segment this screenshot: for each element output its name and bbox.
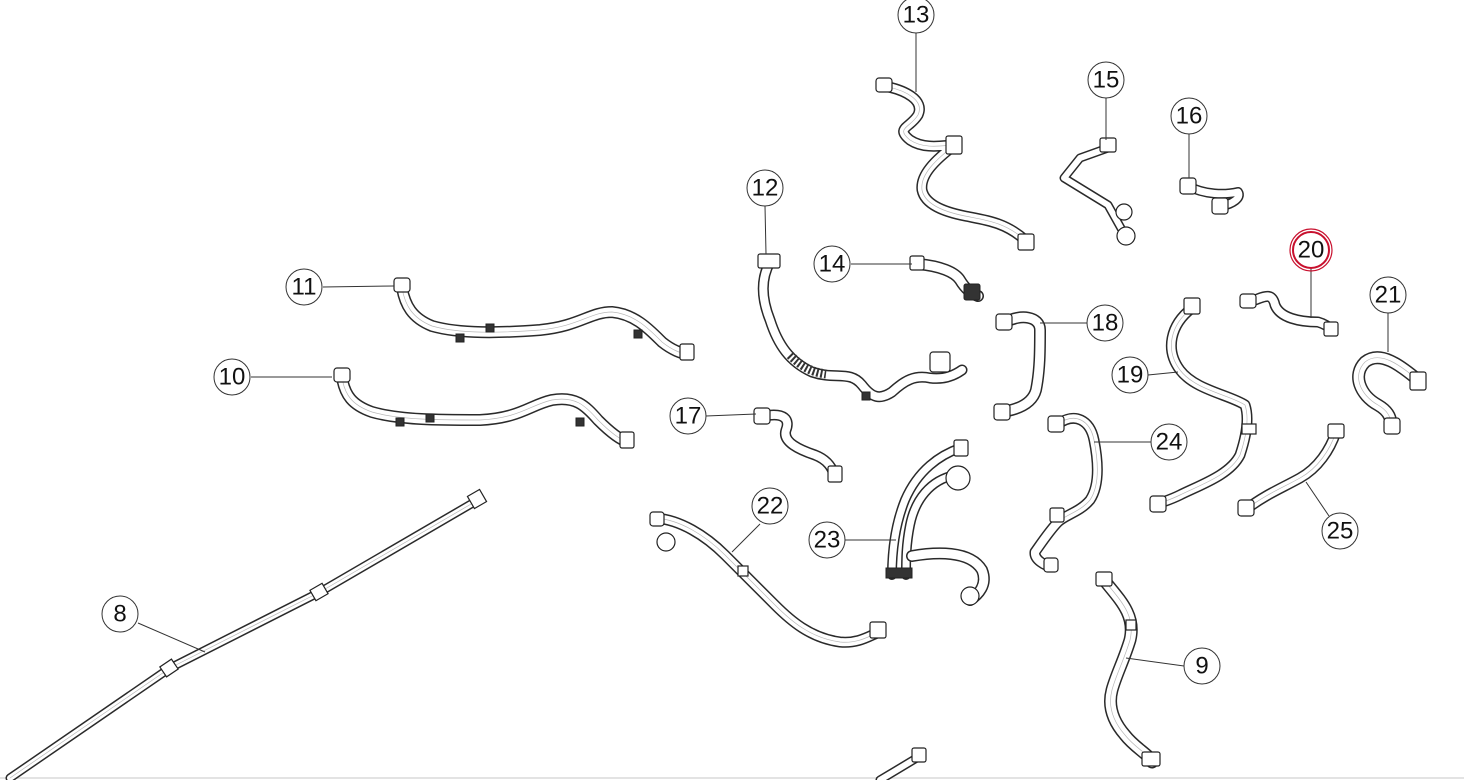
part-21-hose[interactable] xyxy=(1352,351,1427,435)
part-11-hose[interactable] xyxy=(393,277,695,361)
callout-8[interactable]: 8 xyxy=(101,595,139,633)
callout-16[interactable]: 16 xyxy=(1170,97,1208,135)
part-24-hose[interactable] xyxy=(1029,413,1103,573)
leader-8 xyxy=(137,622,206,653)
callout-23[interactable]: 23 xyxy=(808,521,846,559)
callout-17[interactable]: 17 xyxy=(669,397,707,435)
callout-label-13: 13 xyxy=(903,2,930,29)
callout-12[interactable]: 12 xyxy=(746,169,784,207)
callout-label-16: 16 xyxy=(1176,103,1203,130)
callout-11[interactable]: 11 xyxy=(285,268,323,306)
part-10-hose[interactable] xyxy=(333,367,635,449)
leader-lines xyxy=(137,33,1389,667)
leader-11 xyxy=(322,285,395,288)
part-16-hose[interactable] xyxy=(1179,177,1244,215)
callout-label-22: 22 xyxy=(757,493,784,520)
callout-label-11: 11 xyxy=(292,274,317,301)
callout-18[interactable]: 18 xyxy=(1086,304,1124,342)
callout-22[interactable]: 22 xyxy=(751,487,789,525)
partial-part-bottom[interactable] xyxy=(875,747,927,780)
leader-12 xyxy=(764,205,767,255)
callout-label-8: 8 xyxy=(113,601,126,628)
part-9-hose[interactable] xyxy=(1095,571,1161,769)
callout-label-21: 21 xyxy=(1375,282,1402,309)
part-20-hose[interactable] xyxy=(1239,290,1339,337)
part-17-hose[interactable] xyxy=(753,407,843,483)
leader-25 xyxy=(1305,481,1330,517)
part-13-hose[interactable] xyxy=(875,77,1035,251)
leader-17 xyxy=(705,413,757,417)
callout-label-10: 10 xyxy=(219,364,246,391)
callout-label-23: 23 xyxy=(814,527,841,554)
part-19-hose[interactable] xyxy=(1149,297,1257,513)
callout-label-9: 9 xyxy=(1195,653,1208,680)
part-14-hose[interactable] xyxy=(909,255,984,302)
callout-25[interactable]: 25 xyxy=(1321,512,1359,550)
part-22-hose[interactable] xyxy=(649,511,887,648)
callout-20[interactable]: 20 xyxy=(1289,228,1333,272)
leader-9 xyxy=(1125,657,1185,667)
part-25-hose[interactable] xyxy=(1237,423,1345,517)
callout-label-15: 15 xyxy=(1093,67,1120,94)
part-23-assembly[interactable] xyxy=(885,439,990,606)
callout-10[interactable]: 10 xyxy=(213,358,251,396)
part-12-hose[interactable] xyxy=(757,253,968,403)
leader-19 xyxy=(1147,371,1179,376)
callout-label-25: 25 xyxy=(1327,518,1354,545)
callout-13[interactable]: 13 xyxy=(897,0,935,34)
part-8-tube[interactable] xyxy=(5,488,488,780)
callout-label-17: 17 xyxy=(675,403,702,430)
callout-label-20: 20 xyxy=(1298,237,1325,264)
callout-24[interactable]: 24 xyxy=(1150,423,1188,461)
callout-label-14: 14 xyxy=(819,251,846,278)
callout-label-12: 12 xyxy=(752,175,779,202)
callout-label-24: 24 xyxy=(1156,429,1183,456)
leader-22 xyxy=(731,523,761,553)
callout-19[interactable]: 19 xyxy=(1111,356,1149,394)
callout-label-18: 18 xyxy=(1092,310,1119,337)
callout-14[interactable]: 14 xyxy=(813,245,851,283)
callout-label-19: 19 xyxy=(1117,362,1144,389)
part-18-hose[interactable] xyxy=(993,311,1046,421)
callout-9[interactable]: 9 xyxy=(1183,647,1221,685)
part-15-tube[interactable] xyxy=(1059,137,1136,246)
callout-15[interactable]: 15 xyxy=(1087,61,1125,99)
callout-21[interactable]: 21 xyxy=(1369,276,1407,314)
